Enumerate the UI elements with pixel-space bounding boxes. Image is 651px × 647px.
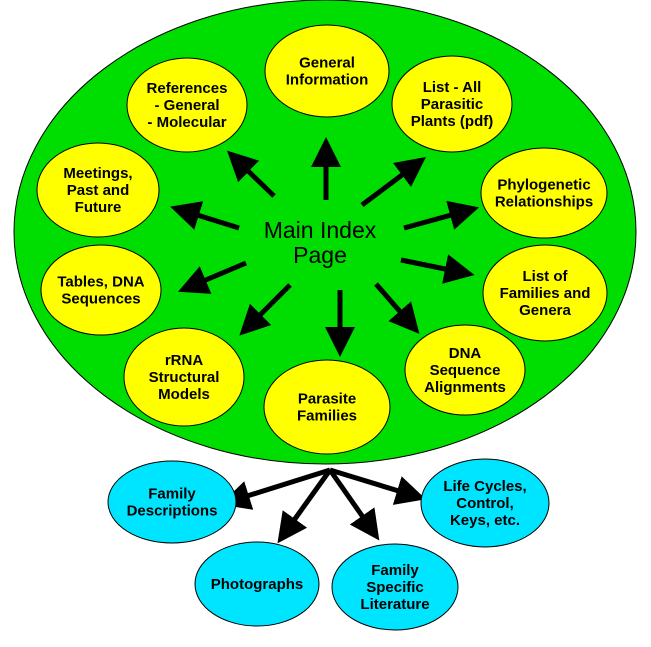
family-node-family-specific-literature-line: Literature <box>360 596 429 613</box>
index-node-tables-dna-sequences-line: Sequences <box>61 291 140 308</box>
index-node-dna-sequence-alignments-line: Alignments <box>424 379 506 396</box>
family-node-family-specific-literature-line: Specific <box>366 579 424 596</box>
index-node-meetings-past-and-future-line: Past and <box>67 182 130 199</box>
index-node-phylogenetic-relationships-line: Phylogenetic <box>497 177 590 194</box>
index-node-dna-sequence-alignments-line: DNA <box>449 345 482 362</box>
family-node-life-cycles-control-keys-line: Control, <box>456 495 514 512</box>
index-node-references-line: - Molecular <box>147 114 226 131</box>
index-arrow <box>403 200 480 231</box>
index-node-references[interactable]: References- General- Molecular <box>126 57 248 153</box>
index-arrow <box>360 157 426 207</box>
index-node-list-all-parasitic-plants-line: Parasitic <box>421 96 484 113</box>
family-arrow <box>277 468 333 544</box>
index-node-list-all-parasitic-plants-line: Plants (pdf) <box>411 113 494 130</box>
index-node-references-line: - General <box>154 97 219 114</box>
index-node-parasite-families-line: Parasite <box>298 391 356 408</box>
family-arrow <box>327 468 380 541</box>
index-node-general-information-line: Information <box>286 72 369 89</box>
index-arrow <box>374 282 420 334</box>
index-node-rrna-structural-models-line: Structural <box>149 369 220 386</box>
index-node-list-all-parasitic-plants-shape <box>391 55 513 153</box>
index-arrows <box>170 137 480 357</box>
family-node-life-cycles-control-keys[interactable]: Life Cycles,Control,Keys, etc. <box>420 458 550 548</box>
index-node-rrna-structural-models-line: Models <box>158 386 210 403</box>
index-node-parasite-families-shape <box>263 359 391 455</box>
index-node-phylogenetic-relationships-shape <box>480 147 608 239</box>
index-node-meetings-past-and-future-line: Meetings, <box>63 165 132 182</box>
index-arrow <box>177 260 247 294</box>
index-node-dna-sequence-alignments-shape <box>404 324 526 416</box>
index-node-list-of-families-and-genera-line: List of <box>523 268 569 285</box>
index-node-general-information-shape <box>264 24 390 118</box>
index-node-general-information-line: General <box>299 55 355 72</box>
index-node-tables-dna-sequences-line: Tables, DNA <box>57 274 144 291</box>
index-node-list-of-families-and-genera-line: Families and <box>500 285 591 302</box>
index-node-meetings-past-and-future-shape <box>36 142 160 238</box>
main-index-page-line: Main Index <box>264 217 377 243</box>
family-node-family-descriptions-line: Family <box>148 486 196 503</box>
index-node-list-of-families-and-genera-line: Genera <box>519 302 571 319</box>
index-arrow <box>227 150 276 198</box>
index-arrow <box>400 254 475 284</box>
index-node-rrna-structural-models-line: rRNA <box>165 352 204 369</box>
family-node-photographs[interactable]: Photographs <box>194 541 320 627</box>
main-index-page-line: Page <box>293 242 347 268</box>
family-arrow <box>329 467 426 505</box>
family-node-life-cycles-control-keys-line: Life Cycles, <box>443 478 526 495</box>
index-arrow <box>239 283 292 336</box>
family-node-family-specific-literature-shape <box>331 543 459 631</box>
family-node-family-descriptions-shape <box>107 460 237 544</box>
index-node-references-shape <box>126 57 248 153</box>
index-node-parasite-families-line: Families <box>297 408 357 425</box>
family-node-life-cycles-control-keys-shape <box>420 458 550 548</box>
index-node-tables-dna-sequences-shape <box>40 244 162 336</box>
family-node-family-descriptions-line: Descriptions <box>127 503 218 520</box>
family-node-photographs-line: Photographs <box>211 576 304 593</box>
family-node-life-cycles-control-keys-label: Life Cycles,Control,Keys, etc. <box>443 478 526 529</box>
index-node-references-label: References- General- Molecular <box>147 80 228 131</box>
index-node-references-line: References <box>147 80 228 97</box>
index-node-phylogenetic-relationships-line: Relationships <box>495 194 593 211</box>
index-node-list-all-parasitic-plants-line: List - All <box>423 79 482 96</box>
index-node-dna-sequence-alignments-line: Sequence <box>430 362 501 379</box>
index-node-list-of-families-and-genera-shape <box>482 244 608 342</box>
index-node-meetings-past-and-future-line: Future <box>75 199 122 216</box>
index-node-rrna-structural-models-shape <box>123 327 245 427</box>
family-node-photographs-shape <box>194 541 320 627</box>
family-arrow <box>220 467 331 510</box>
family-node-life-cycles-control-keys-line: Keys, etc. <box>450 512 520 529</box>
family-arrows <box>220 467 426 544</box>
family-node-photographs-label: Photographs <box>211 576 304 593</box>
index-arrow <box>170 201 240 231</box>
family-node-family-specific-literature-line: Family <box>371 562 419 579</box>
